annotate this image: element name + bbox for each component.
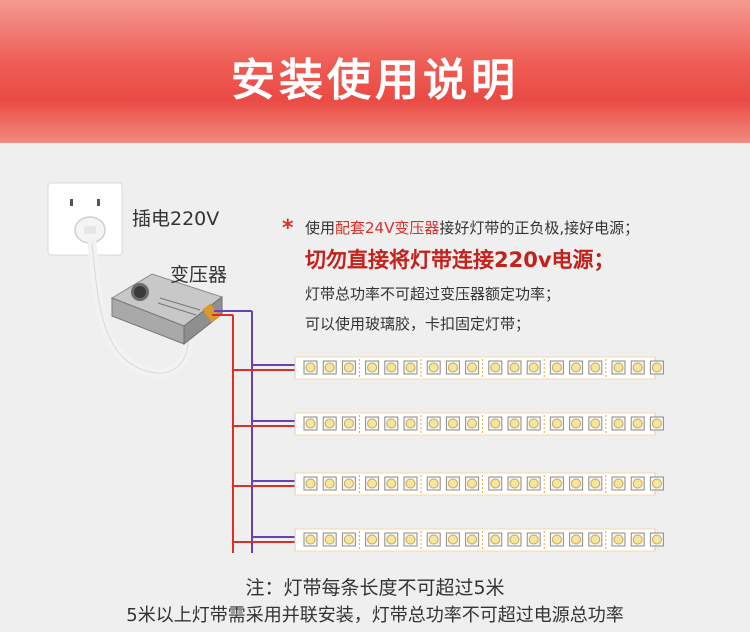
led-chip <box>426 532 441 547</box>
led-chip <box>403 360 418 375</box>
led-chip <box>569 532 584 547</box>
led-chip <box>630 416 645 431</box>
led-chip <box>384 476 399 491</box>
led-strip <box>233 528 664 552</box>
led-chip <box>322 532 337 547</box>
led-chip <box>303 416 318 431</box>
led-chip <box>649 532 664 547</box>
led-chip <box>384 360 399 375</box>
asterisk-marker: * <box>282 216 294 241</box>
led-chip <box>488 360 503 375</box>
led-chip <box>403 476 418 491</box>
led-strips <box>233 356 664 552</box>
instruction-line-3: 灯带总功率不可超过变压器额定功率； <box>305 285 561 303</box>
led-chip <box>303 532 318 547</box>
instruction-line-4: 可以使用玻璃胶，卡扣固定灯带； <box>305 315 531 333</box>
led-chip <box>465 476 480 491</box>
led-chip <box>426 360 441 375</box>
led-chip <box>365 476 380 491</box>
led-chip <box>588 476 603 491</box>
led-chip <box>426 476 441 491</box>
page-title: 安装使用说明 <box>231 55 519 106</box>
led-chip <box>303 360 318 375</box>
led-chip <box>507 476 522 491</box>
led-chip <box>649 476 664 491</box>
led-chip <box>507 416 522 431</box>
instruction-line-1: 使用配套24V变压器接好灯带的正负极,接好电源； <box>305 217 639 238</box>
led-chip <box>630 360 645 375</box>
led-chip <box>630 476 645 491</box>
note-parallel-install: 5米以上灯带需采用并联安装，灯带总功率不可超过电源总功率 <box>126 605 624 626</box>
led-chip <box>526 532 541 547</box>
led-chip <box>384 532 399 547</box>
led-chip <box>488 532 503 547</box>
led-chip <box>403 532 418 547</box>
led-chip <box>630 532 645 547</box>
led-chip <box>526 476 541 491</box>
note-length-limit: 注：灯带每条长度不可超过5米 <box>245 577 505 599</box>
led-chip <box>341 476 356 491</box>
led-chip <box>465 532 480 547</box>
led-chip <box>465 416 480 431</box>
led-chip <box>445 476 460 491</box>
led-chip <box>588 360 603 375</box>
led-chip <box>507 360 522 375</box>
led-chip <box>588 416 603 431</box>
led-strip <box>233 356 664 380</box>
instruction-line-1-suffix: 接好灯带的正负极,接好电源； <box>439 219 640 237</box>
led-chip <box>365 360 380 375</box>
led-chip <box>488 416 503 431</box>
transformer-label: 变压器 <box>170 264 228 286</box>
led-chip <box>549 416 564 431</box>
instruction-line-1-prefix: 使用 <box>305 219 336 237</box>
led-chip <box>611 360 626 375</box>
led-chip <box>649 360 664 375</box>
plug-label: 插电220V <box>132 208 220 230</box>
led-chip <box>549 532 564 547</box>
led-chip <box>588 532 603 547</box>
led-chip <box>426 416 441 431</box>
led-strip <box>233 412 664 436</box>
led-chip <box>569 360 584 375</box>
led-chip <box>611 476 626 491</box>
led-chip <box>526 416 541 431</box>
led-chip <box>549 476 564 491</box>
led-chip <box>569 476 584 491</box>
led-chip <box>341 360 356 375</box>
led-chip <box>365 416 380 431</box>
led-chip <box>445 416 460 431</box>
instruction-line-1-highlight: 配套24V变压器 <box>335 219 440 237</box>
led-chip <box>445 360 460 375</box>
led-chip <box>569 416 584 431</box>
led-chip <box>403 416 418 431</box>
led-chip <box>611 532 626 547</box>
led-chip <box>384 416 399 431</box>
wall-socket-icon <box>47 182 123 256</box>
led-chip <box>549 360 564 375</box>
led-chip <box>465 360 480 375</box>
led-chip <box>322 360 337 375</box>
led-chip <box>649 416 664 431</box>
led-chip <box>322 416 337 431</box>
led-chip <box>445 532 460 547</box>
power-wires <box>212 310 253 553</box>
led-chip <box>341 416 356 431</box>
warning-line: 切勿直接将灯带连接220v电源； <box>305 248 615 272</box>
led-strip <box>233 472 664 496</box>
led-chip <box>365 532 380 547</box>
led-chip <box>322 476 337 491</box>
led-chip <box>611 416 626 431</box>
led-chip <box>303 476 318 491</box>
led-chip <box>507 532 522 547</box>
led-chip <box>526 360 541 375</box>
led-chip <box>341 532 356 547</box>
header-banner: 安装使用说明 <box>0 0 750 143</box>
led-chip <box>488 476 503 491</box>
